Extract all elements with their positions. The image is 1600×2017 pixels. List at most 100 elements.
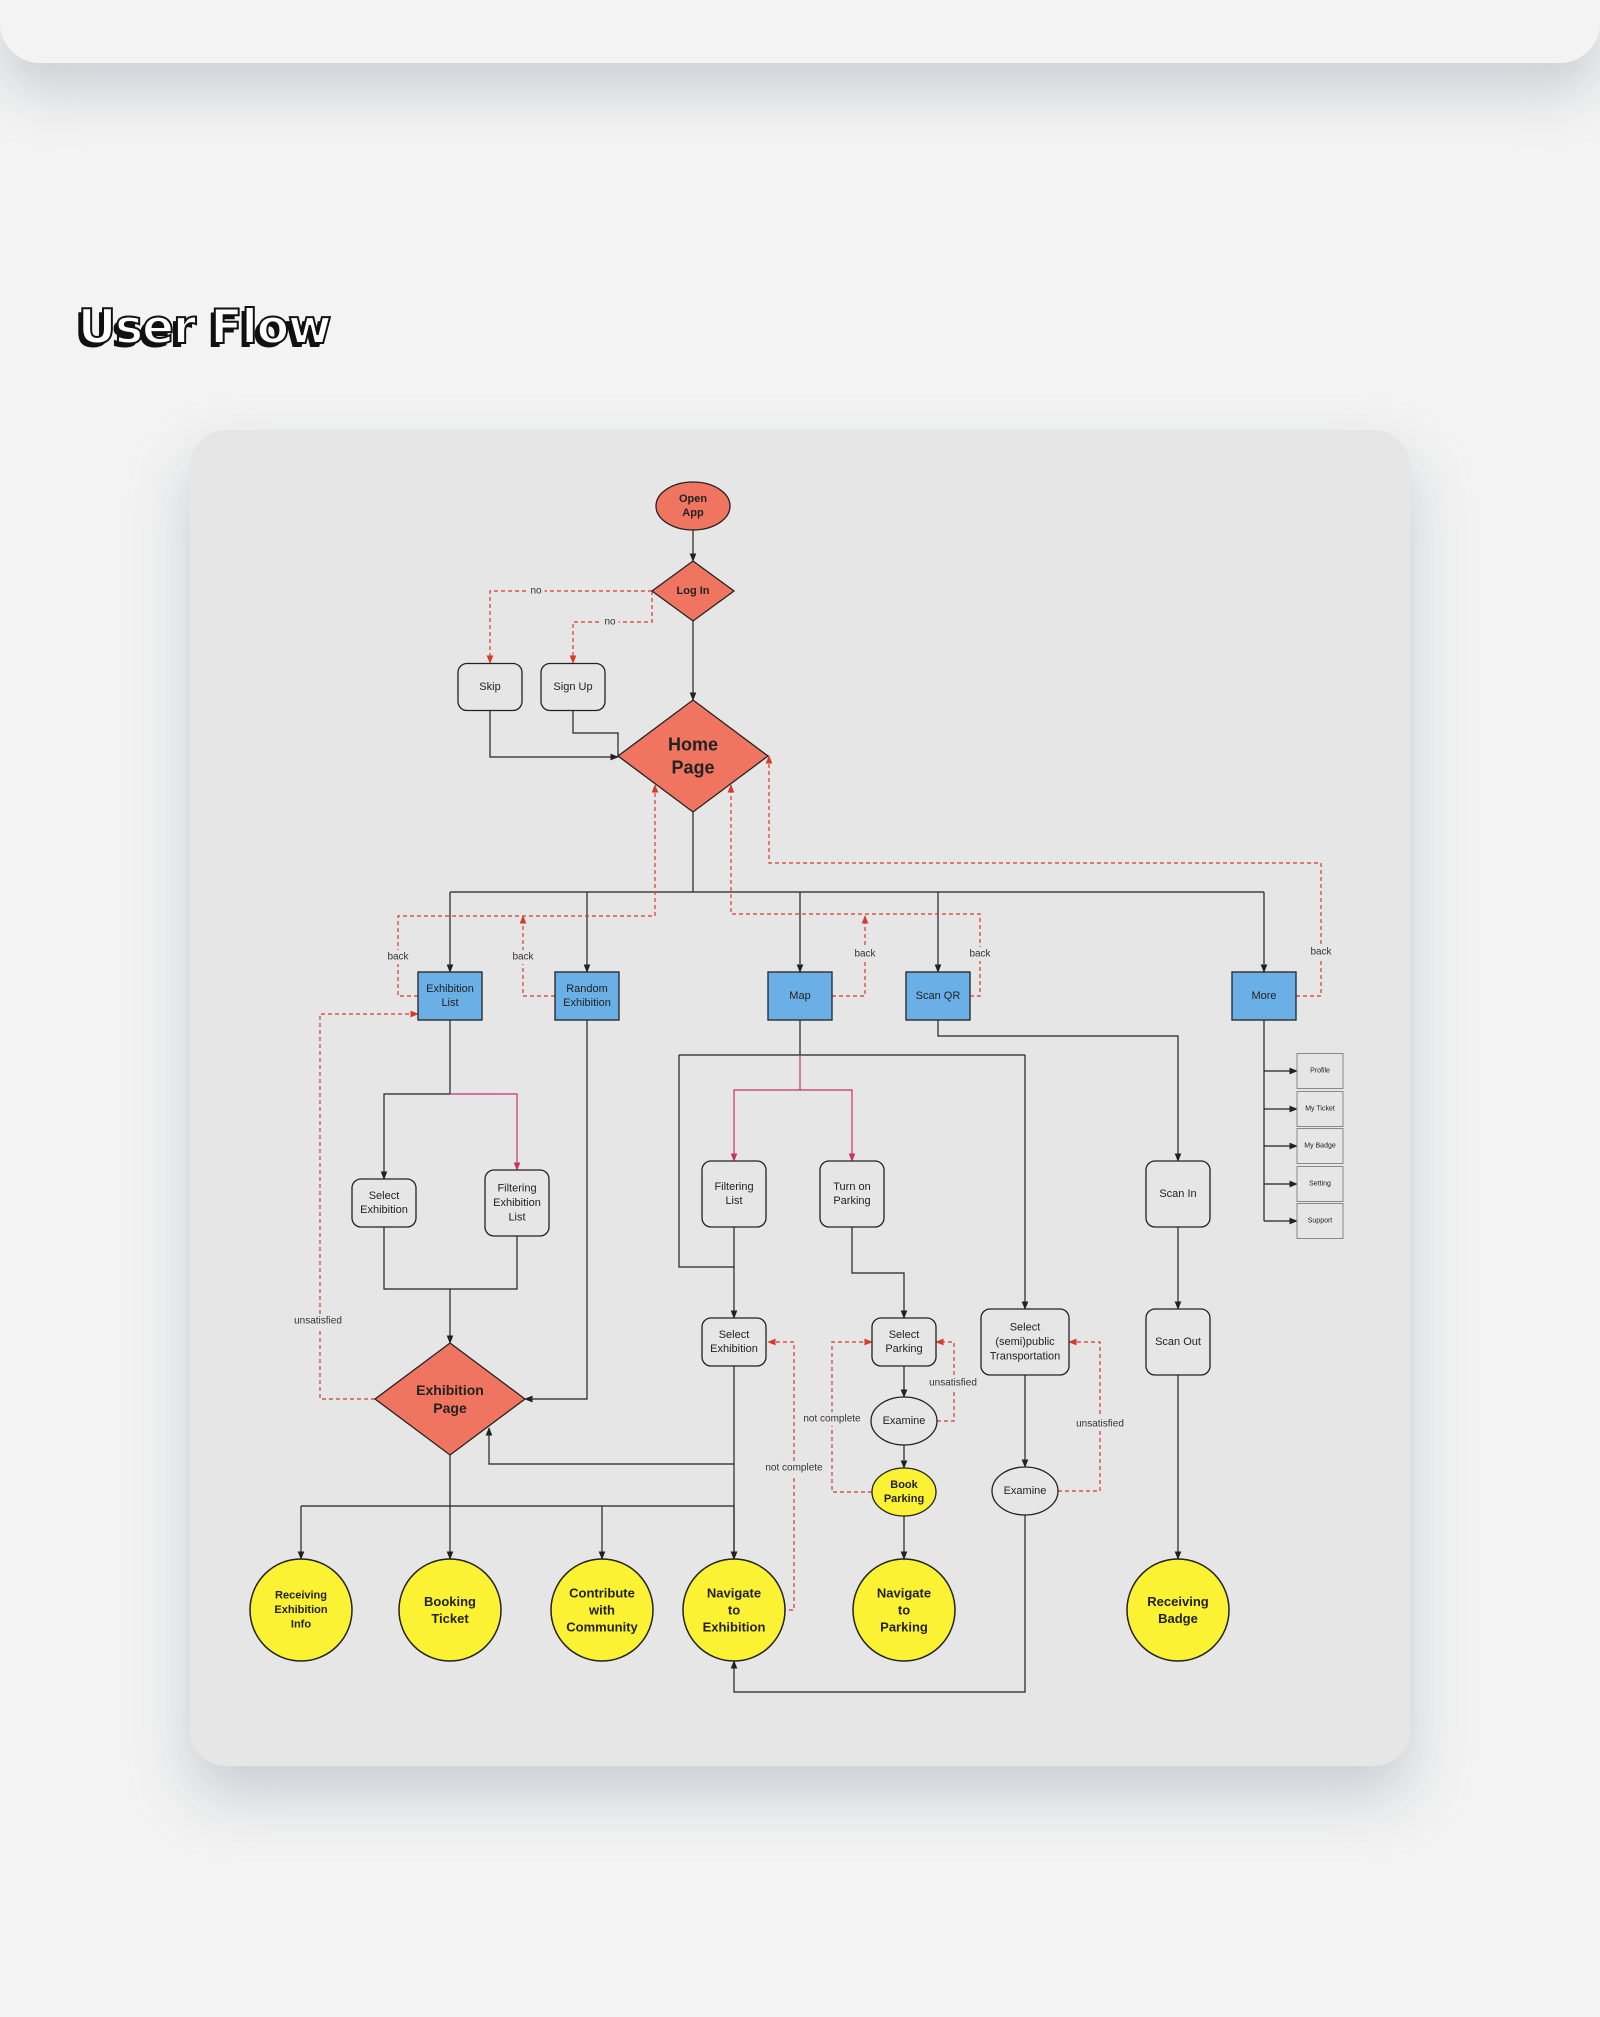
- edge-map-left: [678, 1055, 734, 1268]
- edge-label-back-exhibition-list: back: [387, 952, 409, 963]
- examine-transport-node: Examine: [991, 1466, 1059, 1516]
- scan-qr-label: Scan QR: [916, 990, 961, 1002]
- edge-label-no-signup: no: [604, 617, 616, 628]
- book-parking-label: Parking: [884, 1493, 924, 1505]
- booking-ticket-label: Ticket: [431, 1611, 469, 1626]
- home-page-shape: [616, 699, 770, 813]
- scan-out-shape: [1145, 1308, 1211, 1376]
- book-parking-shape: [871, 1467, 937, 1517]
- random-exhibition-shape: [554, 971, 620, 1021]
- edge-back-exhibition-list: [397, 784, 659, 997]
- page-title: User Flow: [77, 299, 332, 356]
- my-badge-shape: [1296, 1128, 1344, 1164]
- turn-on-parking-label: Turn on: [833, 1181, 871, 1193]
- contribute-community-label: Community: [566, 1619, 638, 1634]
- map-shape: [767, 971, 833, 1021]
- edge-label-back-random: back: [512, 952, 534, 963]
- open-app-label: App: [682, 507, 704, 519]
- select-parking-shape: [871, 1317, 937, 1367]
- edge-signup-to-home: [572, 711, 619, 757]
- edge-label-bg: [1306, 945, 1336, 959]
- edge-label-back-scan-qr: back: [969, 949, 991, 960]
- random-exhibition-label: Exhibition: [563, 997, 611, 1009]
- contribute-community-label: Contribute: [569, 1586, 635, 1601]
- scan-qr-shape: [905, 971, 971, 1021]
- receiving-badge-label: Badge: [1158, 1611, 1198, 1626]
- select-parking-label: Select: [889, 1329, 920, 1341]
- select-exhibition-left-label: Select: [369, 1190, 400, 1202]
- select-exhibition-map-label: Exhibition: [710, 1343, 758, 1355]
- edge-random-to-page: [524, 1020, 588, 1403]
- examine-transport-label: Examine: [1004, 1485, 1047, 1497]
- edge-map-to-parking: [800, 1089, 856, 1162]
- edge-select-to-page: [485, 1427, 734, 1465]
- select-transport-label: Select: [1010, 1322, 1041, 1334]
- navigate-exhibition-label: Exhibition: [703, 1619, 766, 1634]
- filtering-list-label: List: [725, 1195, 742, 1207]
- examine-parking-shape: [870, 1396, 938, 1446]
- edge-unsatisfied-exhibition: [319, 1010, 419, 1400]
- edge-label-bg: [919, 1376, 987, 1390]
- select-transport-shape: [980, 1308, 1070, 1376]
- edge-label-back-map: back: [854, 949, 876, 960]
- exhibition-page-label: Page: [433, 1400, 467, 1416]
- filtering-list-shape: [701, 1160, 767, 1228]
- setting-label: Setting: [1309, 1181, 1331, 1188]
- skip-shape: [457, 662, 523, 712]
- select-parking-label: Parking: [885, 1343, 922, 1355]
- receiving-exhibition-info-label: Receiving: [275, 1590, 327, 1602]
- edge-exlist-to-select: [380, 1093, 450, 1180]
- filtering-exhibition-list-shape: [484, 1169, 550, 1237]
- select-exhibition-left-label: Exhibition: [360, 1204, 408, 1216]
- support-label: Support: [1308, 1218, 1333, 1225]
- log-in-shape: [650, 560, 736, 622]
- my-badge-node: My Badge: [1296, 1128, 1344, 1164]
- edge-label-not-complete-navigate: not complete: [765, 1463, 823, 1474]
- book-parking-label: Book: [890, 1479, 918, 1491]
- more-node: More: [1231, 971, 1297, 1021]
- edge-label-bg: [601, 615, 619, 629]
- map-node: Map: [767, 971, 833, 1021]
- open-app-shape: [655, 481, 731, 531]
- setting-shape: [1296, 1166, 1344, 1202]
- select-transport-label: Transportation: [990, 1350, 1061, 1362]
- open-app-label: Open: [679, 493, 707, 505]
- examine-parking-label: Examine: [883, 1415, 926, 1427]
- navigate-parking-label: Parking: [880, 1619, 928, 1634]
- edge-label-unsatisfied-transport: unsatisfied: [1076, 1419, 1124, 1430]
- profile-node: Profile: [1296, 1053, 1344, 1089]
- top-card-panel: [0, 0, 1600, 63]
- edge-parking-to-select: [851, 1227, 908, 1319]
- map-label: Map: [789, 990, 810, 1002]
- edge-scanqr-to-scanin: [937, 1020, 1182, 1162]
- home-page-label: Page: [671, 758, 714, 778]
- edge-back-map: [832, 915, 869, 997]
- scan-in-label: Scan In: [1159, 1188, 1196, 1200]
- my-ticket-shape: [1296, 1091, 1344, 1127]
- edge-label-bg: [795, 1412, 869, 1426]
- edge-exlist-to-filter: [450, 1093, 521, 1171]
- support-node: Support: [1296, 1203, 1344, 1239]
- navigate-exhibition-shape: [682, 1558, 786, 1662]
- exhibition-page-shape: [373, 1342, 527, 1456]
- edge-transport-to-navigate: [730, 1515, 1026, 1693]
- random-exhibition-label: Random: [566, 983, 608, 995]
- edge-label-bg: [508, 950, 538, 964]
- edge-label-unsatisfied-parking: unsatisfied: [929, 1378, 977, 1389]
- edge-label-unsatisfied-exhibition: unsatisfied: [294, 1316, 342, 1327]
- edge-label-bg: [965, 947, 995, 961]
- edge-label-bg: [383, 950, 413, 964]
- edge-login-no-skip: [486, 590, 652, 664]
- edge-label-bg: [1066, 1417, 1134, 1431]
